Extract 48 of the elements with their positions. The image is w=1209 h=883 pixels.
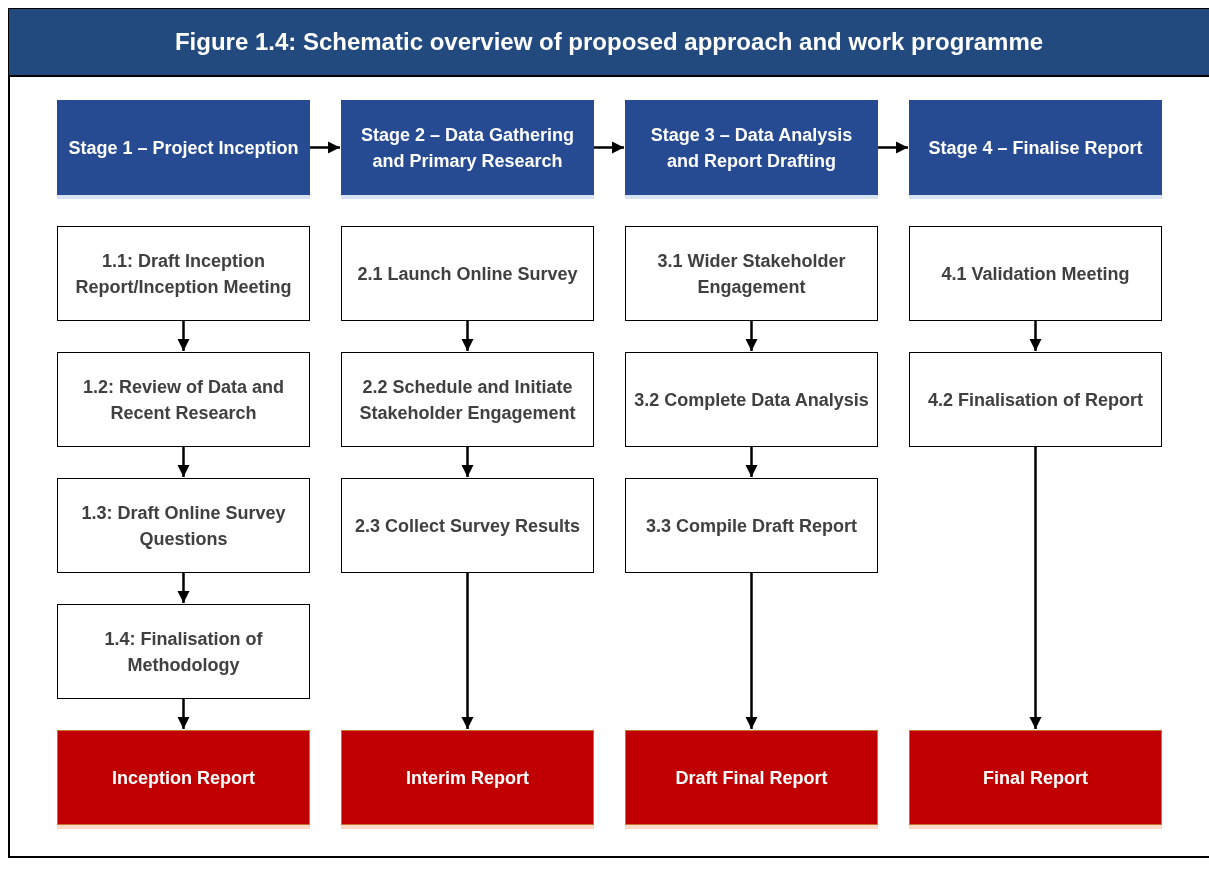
arrow	[310, 141, 340, 154]
process-box	[341, 352, 594, 447]
box-label: 2.1 Launch Online Survey	[357, 262, 578, 286]
process-box	[57, 604, 310, 699]
box-label: Stage 1 – Project Inception	[68, 136, 299, 160]
box-label: 3.2 Complete Data Analysis	[634, 388, 869, 412]
arrow	[745, 321, 758, 351]
box-label: 1.4: Finalisation of Methodology	[103, 627, 264, 677]
arrow	[177, 447, 190, 477]
arrow	[461, 447, 474, 477]
box-label: Inception Report	[112, 766, 255, 790]
arrow	[177, 573, 190, 603]
box-label: 1.3: Draft Online Survey Questions	[80, 501, 287, 551]
process-box	[57, 478, 310, 573]
box-label: Stage 2 – Data Gathering and Primary Research	[359, 123, 576, 173]
box-label: Draft Final Report	[675, 766, 828, 790]
box-label: 2.2 Schedule and Initiate Stakeholder Engagement	[358, 375, 577, 425]
box-label: 2.3 Collect Survey Results	[354, 514, 581, 538]
process-box	[57, 352, 310, 447]
process-box	[341, 226, 594, 321]
box-label: Stage 4 – Finalise Report	[928, 136, 1143, 160]
box-label: Final Report	[983, 766, 1088, 790]
box-label: Stage 3 – Data Analysis and Report Drafting	[649, 123, 854, 173]
arrow	[878, 141, 908, 154]
box-label: 1.2: Review of Data and Recent Research	[81, 375, 286, 425]
box-label: 1.1: Draft Inception Report/Inception Meeting	[74, 249, 293, 299]
arrow	[461, 573, 474, 729]
arrow	[177, 321, 190, 351]
title: Figure 1.4: Schematic overview of proposed approach and work programme	[174, 27, 1044, 57]
arrow	[1029, 321, 1042, 351]
process-box	[625, 478, 878, 573]
arrow	[461, 321, 474, 351]
box-label: 4.1 Validation Meeting	[941, 262, 1130, 286]
arrow	[1029, 447, 1042, 729]
box-label: 3.1 Wider Stakeholder Engagement	[656, 249, 847, 299]
process-box	[625, 352, 878, 447]
arrow	[177, 699, 190, 729]
process-box	[909, 226, 1162, 321]
box-label: Interim Report	[406, 766, 529, 790]
arrow	[745, 573, 758, 729]
arrow	[745, 447, 758, 477]
process-box	[625, 226, 878, 321]
arrow	[594, 141, 624, 154]
process-box	[57, 226, 310, 321]
process-box	[909, 352, 1162, 447]
process-box	[341, 478, 594, 573]
box-label: 4.2 Finalisation of Report	[928, 388, 1143, 412]
box-label: 3.3 Compile Draft Report	[645, 514, 857, 538]
